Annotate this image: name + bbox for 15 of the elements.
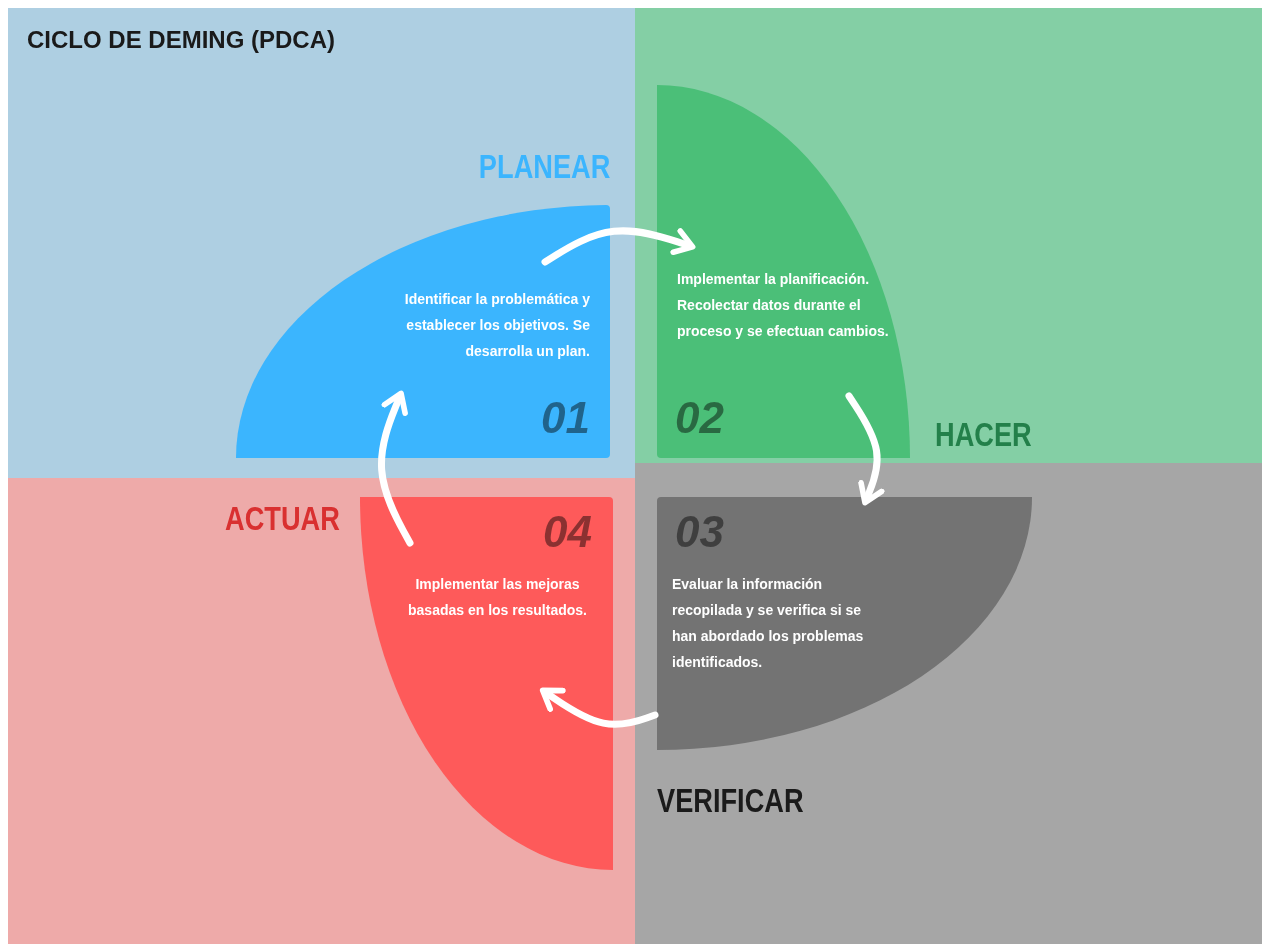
step-number: 02 <box>675 394 724 442</box>
curved-arrow <box>539 687 659 728</box>
phase-description: Evaluar la información recopilada y se verifica si se han abordado los problemas identificados. <box>672 575 865 672</box>
phase-description: Implementar las mejoras basadas en los resultados. <box>407 575 588 620</box>
phase-heading: ACTUAR <box>225 498 340 538</box>
curved-arrow <box>378 390 414 547</box>
title: CICLO DE DEMING (PDCA) <box>27 26 335 54</box>
phase-heading: VERIFICAR <box>657 780 804 820</box>
phase-description: Implementar la planificación. Recolectar datos durante el proceso y se efectuan cambios. <box>677 270 890 341</box>
phase-heading: PLANEAR <box>478 146 610 186</box>
curved-arrow <box>845 392 885 506</box>
phase-heading: HACER <box>935 414 1032 454</box>
step-number: 01 <box>541 394 590 442</box>
step-number: 04 <box>543 508 592 556</box>
phase-description: Identificar la problemática y establecer los objetivos. Se desarrolla un plan. <box>403 290 590 361</box>
